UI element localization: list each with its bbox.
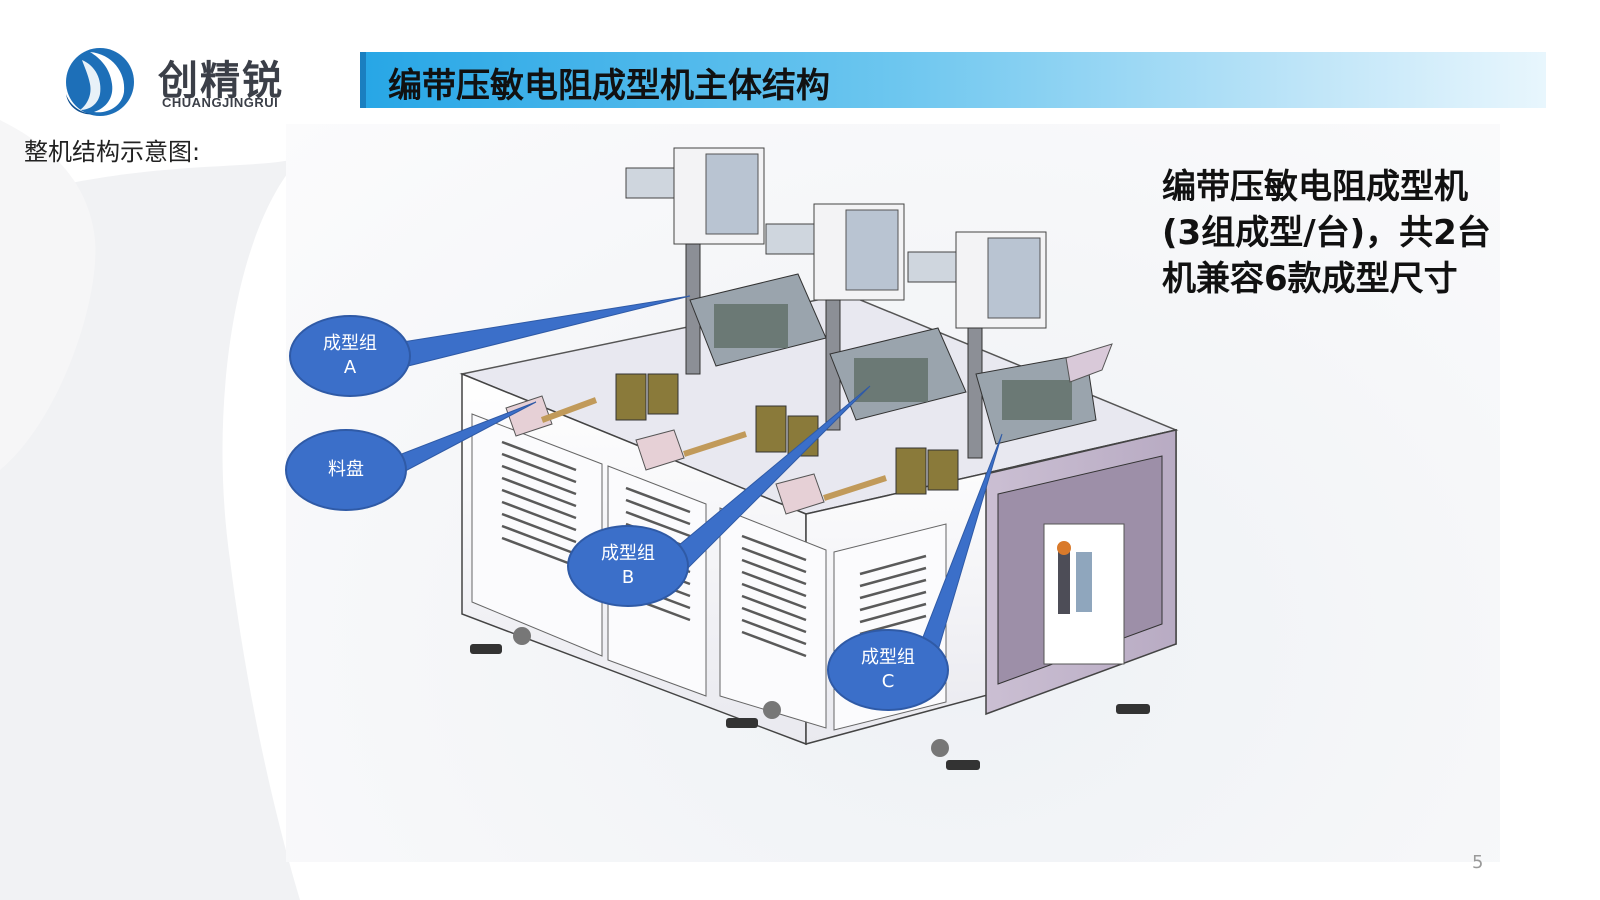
logo-text-en: CHUANGJINGRUI: [162, 95, 279, 110]
callout-a-line2: A: [343, 357, 357, 378]
callout-b-line1: 成型组: [601, 543, 655, 564]
machine-note: 编带压敏电阻成型机(3组成型/台)，共2台机兼容6款成型尺寸: [1162, 167, 1491, 299]
forming-group-c: [895, 231, 1113, 495]
callout-group-b: 成型组 B: [568, 542, 688, 590]
title-accent: [360, 52, 366, 108]
callout-b-bubble: [567, 525, 689, 607]
callout-group-a: 成型组 A: [290, 332, 410, 380]
callout-c-line1: 成型组: [861, 647, 915, 668]
callout-a-line1: 成型组: [323, 333, 377, 354]
callout-c-line2: C: [881, 671, 895, 692]
callout-c-bubble: [827, 629, 949, 711]
logo-mark-icon: [66, 48, 134, 116]
page-number: 5: [1472, 852, 1484, 873]
callout-tray: 料盘: [286, 458, 406, 482]
callout-tray-bubble: [285, 429, 407, 511]
forming-group-b: [755, 203, 967, 457]
callout-tray-line1: 料盘: [328, 459, 364, 480]
callout-a-bubble: [289, 315, 411, 397]
callout-group-c: 成型组 C: [828, 646, 948, 694]
figure-caption: 整机结构示意图:: [24, 138, 201, 166]
logo-text-cn: 创精锐: [158, 58, 284, 104]
company-logo: 创精锐 CHUANGJINGRUI: [60, 44, 330, 116]
title-bar: [360, 52, 1546, 108]
callout-b-line2: B: [621, 567, 635, 588]
forming-group-a: [615, 147, 827, 421]
page-title: 编带压敏电阻成型机主体结构: [388, 66, 830, 106]
